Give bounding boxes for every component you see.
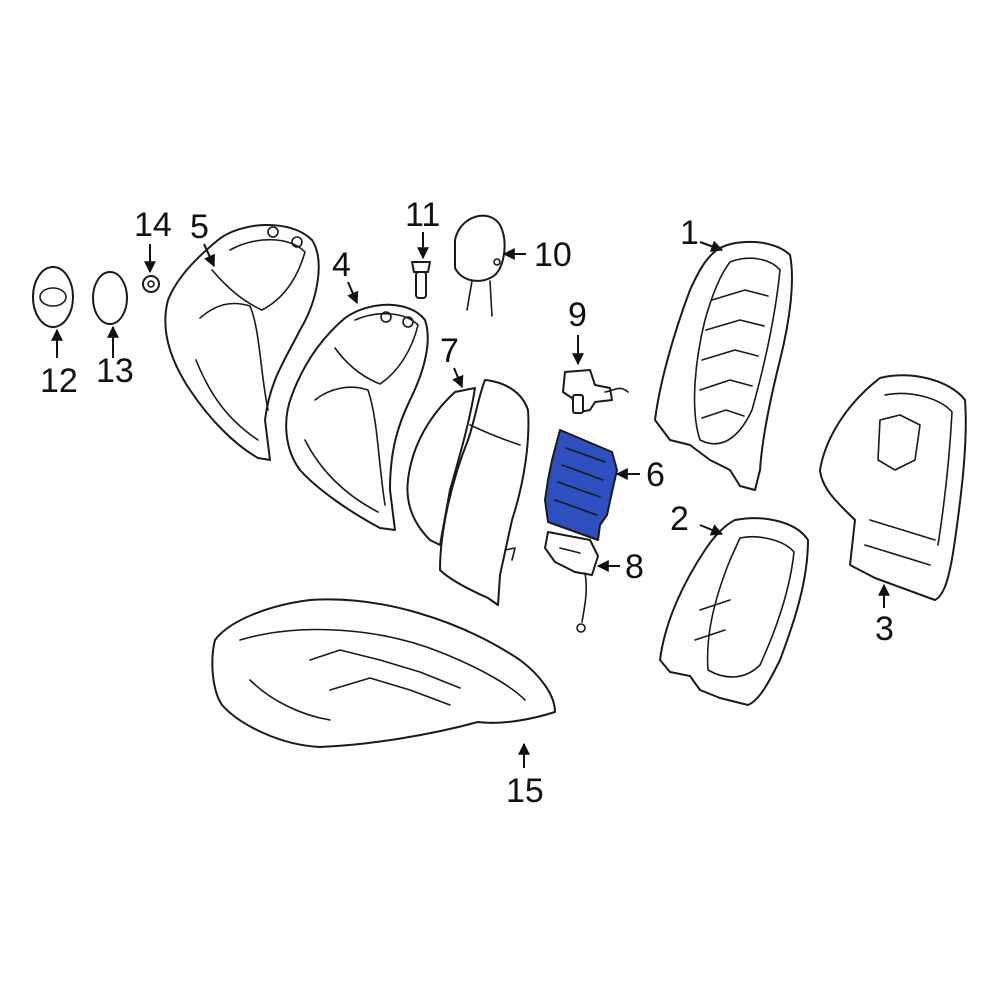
callout-12: 12 (40, 362, 78, 400)
part-11-guide (411, 261, 431, 299)
part-6-lumbar-support (544, 429, 618, 541)
callout-15: 15 (506, 772, 544, 810)
part-2-cushion-frame (659, 517, 809, 706)
part-12-cap (32, 266, 74, 328)
part-4-backrest-pad (285, 303, 429, 531)
part-10-headrest (454, 214, 506, 317)
part-7-backrest-panel (406, 379, 530, 606)
callout-11: 11 (405, 196, 440, 234)
callout-5: 5 (190, 208, 209, 246)
part-3-backrest-shell (819, 374, 967, 601)
part-13-ring (92, 271, 128, 325)
callout-14: 14 (134, 206, 172, 244)
callout-8: 8 (625, 548, 644, 586)
part-5-backrest-cover (164, 223, 320, 461)
callout-10: 10 (534, 236, 572, 274)
callout-7: 7 (440, 332, 459, 370)
leader-lines (51, 232, 890, 768)
callout-13: 13 (96, 352, 134, 390)
callout-4: 4 (332, 246, 351, 284)
part-1-backrest-frame (654, 240, 793, 491)
part-8-module (544, 531, 599, 633)
callout-1: 1 (680, 214, 699, 252)
callout-6: 6 (646, 456, 665, 494)
callout-labels: 1 2 3 4 5 6 7 8 9 10 11 12 13 14 15 (40, 196, 894, 810)
callout-9: 9 (568, 296, 587, 334)
part-9-actuator (562, 369, 629, 414)
callout-2: 2 (670, 500, 689, 538)
part-15-cushion-cover (211, 598, 556, 748)
callout-3: 3 (875, 610, 894, 648)
part-14-clip (142, 275, 160, 293)
